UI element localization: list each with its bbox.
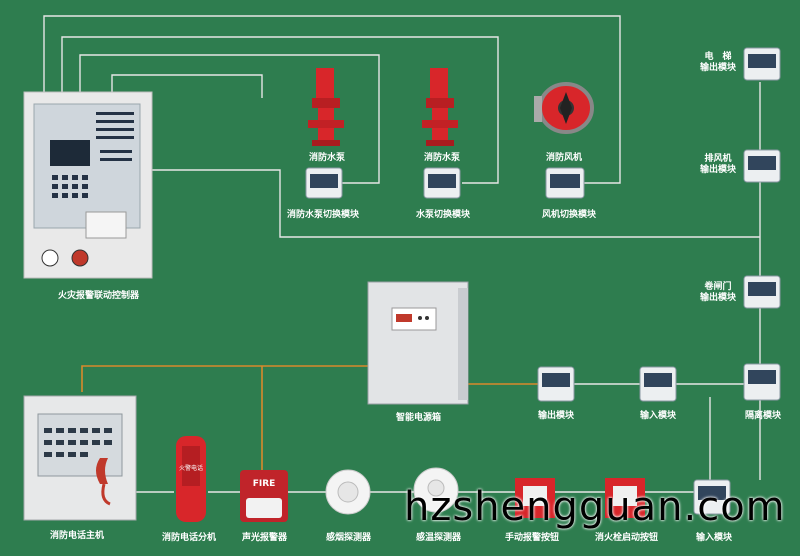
- label-isolation-module: 隔离模块: [745, 411, 782, 421]
- label-phone-host: 消防电话主机: [50, 531, 105, 541]
- module-pump2-switch: [423, 167, 461, 199]
- module-exhaust: [743, 149, 781, 183]
- module-input-mid: [639, 366, 677, 402]
- label-phone-ext: 消防电话分机: [162, 533, 217, 543]
- heat-detector-device: [413, 467, 459, 513]
- fire-fan: [534, 82, 594, 134]
- fire-phone-extension: 火警电话: [176, 436, 206, 522]
- label-exhaust: 排风机 输出模块: [700, 154, 736, 176]
- label-smoke-detector: 感烟探测器: [326, 533, 372, 543]
- label-pump2-module: 水泵切换模块: [416, 210, 471, 220]
- label-elevator-line2: 输出模块: [700, 63, 737, 73]
- label-heat-detector: 感温探测器: [416, 533, 462, 543]
- power-wires: [81, 365, 540, 470]
- label-controller: 火灾报警联动控制器: [58, 291, 140, 301]
- smart-power-box: [367, 281, 469, 405]
- fire-pump-2: [422, 68, 458, 146]
- label-exhaust-line1: 排风机: [704, 154, 732, 164]
- fire-phone-host: [23, 395, 137, 521]
- smoke-detector-device: [325, 469, 371, 515]
- module-elevator: [743, 47, 781, 81]
- label-output-module: 输出模块: [538, 411, 575, 421]
- hydrant-start-button-device: [605, 478, 645, 518]
- label-shutter: 卷闸门 输出模块: [700, 282, 736, 304]
- label-pump1: 消防水泵: [309, 153, 346, 163]
- label-shutter-line1: 卷闸门: [704, 282, 732, 292]
- label-manual-button: 手动报警按钮: [505, 533, 560, 543]
- label-power-box: 智能电源箱: [396, 413, 442, 423]
- label-fan-module: 风机切换模块: [542, 210, 597, 220]
- module-fan-switch: [545, 167, 585, 199]
- fire-alarm-controller: [23, 91, 153, 279]
- label-elevator: 电 梯 输出模块: [700, 52, 736, 74]
- alarm-fire-text: FIRE: [253, 479, 276, 489]
- manual-alarm-button-device: [515, 478, 555, 518]
- label-elevator-line1: 电 梯: [704, 52, 732, 62]
- module-isolation: [743, 363, 781, 401]
- label-sound-light-alarm: 声光报警器: [242, 533, 288, 543]
- label-input-module-bottom: 输入模块: [696, 533, 733, 543]
- label-input-module-mid: 输入模块: [640, 411, 677, 421]
- sound-light-alarm-device: FIRE: [240, 470, 288, 522]
- fire-pump-1: [308, 68, 344, 146]
- phone-ext-text: 火警电话: [179, 464, 203, 472]
- module-input-bottom: [693, 479, 731, 515]
- label-hydrant-button: 消火栓启动按钮: [595, 533, 659, 543]
- label-exhaust-line2: 输出模块: [700, 165, 737, 175]
- label-shutter-line2: 输出模块: [700, 293, 737, 303]
- label-pump2: 消防水泵: [424, 153, 461, 163]
- label-pump1-module: 消防水泵切换模块: [287, 210, 360, 220]
- watermark: hzshengguan.com: [404, 484, 786, 530]
- label-fan: 消防风机: [546, 153, 583, 163]
- module-output-mid: [537, 366, 575, 402]
- module-shutter: [743, 275, 781, 309]
- module-pump1-switch: [305, 167, 343, 199]
